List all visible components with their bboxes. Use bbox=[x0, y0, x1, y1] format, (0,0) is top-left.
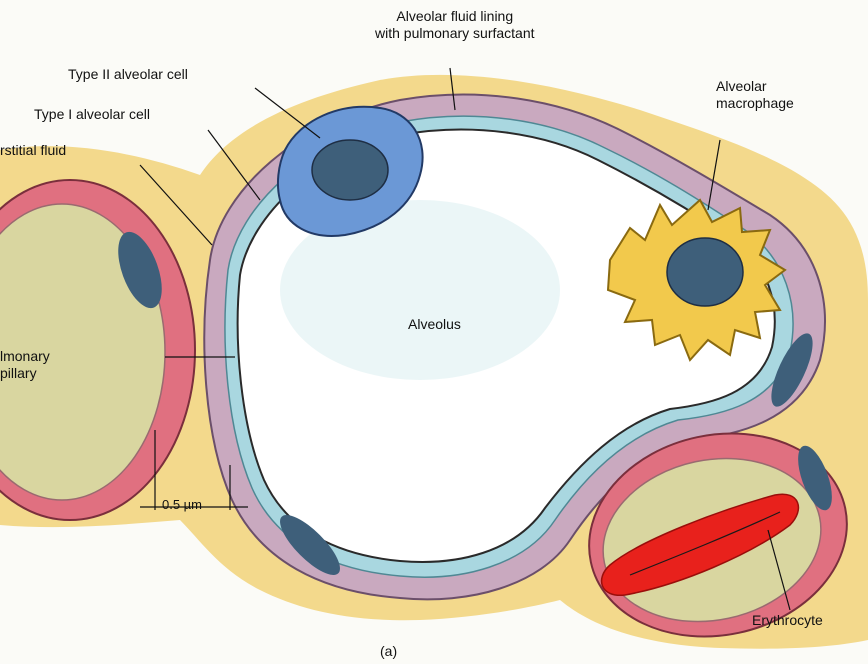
macrophage-line-1: Alveolar bbox=[716, 78, 794, 95]
alveolus-label: Alveolus bbox=[408, 316, 461, 333]
type-ii-cell-nucleus bbox=[312, 140, 388, 200]
fluid-lining-line-2: with pulmonary surfactant bbox=[375, 25, 535, 42]
capillary-line-2: pillary bbox=[0, 365, 50, 382]
capillary-line-1: lmonary bbox=[0, 348, 50, 365]
scale-bar-label: 0.5 µm bbox=[162, 496, 202, 513]
capillary-label: lmonary pillary bbox=[0, 348, 50, 382]
fluid-lining-line-1: Alveolar fluid lining bbox=[375, 8, 535, 25]
type-i-cell-label: Type I alveolar cell bbox=[34, 106, 150, 123]
macrophage-label: Alveolar macrophage bbox=[716, 78, 794, 112]
macrophage-line-2: macrophage bbox=[716, 95, 794, 112]
fluid-lining-label: Alveolar fluid lining with pulmonary sur… bbox=[375, 8, 535, 42]
macrophage-nucleus bbox=[667, 238, 743, 306]
erythrocyte-label: Erythrocyte bbox=[752, 612, 823, 629]
type-ii-cell-label: Type II alveolar cell bbox=[68, 66, 188, 83]
panel-label: (a) bbox=[380, 643, 397, 660]
interstitial-fluid-label: rstitial fluid bbox=[0, 142, 66, 159]
